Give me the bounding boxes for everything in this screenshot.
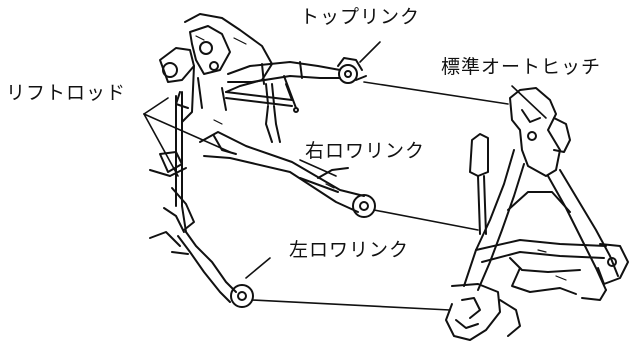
standard-auto-hitch	[445, 87, 629, 341]
label-right-lower-link: 右ロワリンク	[305, 140, 426, 162]
label-top-link: トップリンク	[300, 6, 421, 28]
connection-lines	[251, 81, 509, 311]
top-link	[227, 57, 367, 113]
lift-rods	[143, 91, 281, 233]
detail-marks	[195, 35, 567, 281]
label-lift-rod: リフトロッド	[6, 82, 127, 104]
tractor-linkage	[159, 13, 293, 123]
right-lower-link	[149, 131, 376, 218]
label-left-lower-link: 左ロワリンク	[289, 239, 410, 261]
label-standard-auto-hitch: 標準オートヒッチ	[441, 56, 602, 78]
left-lower-link	[149, 231, 254, 308]
